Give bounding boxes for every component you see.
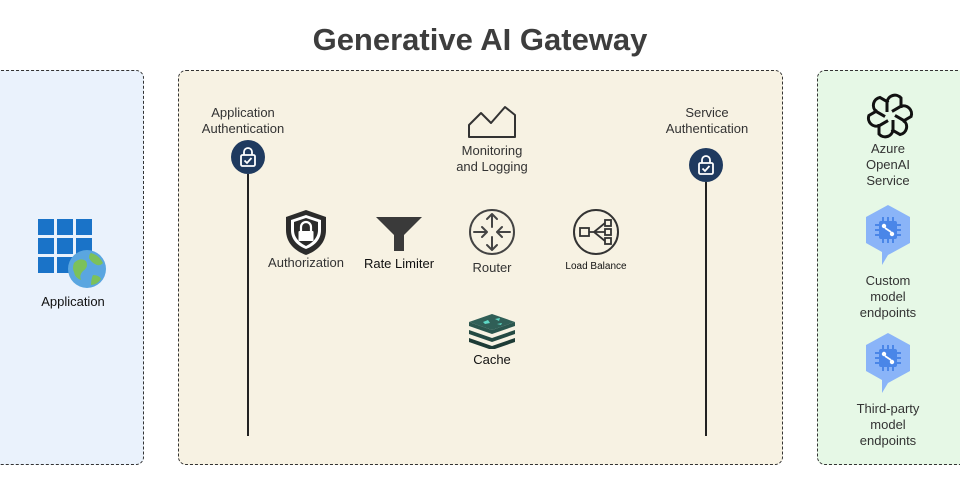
azure-openai-label: Azure OpenAI Service (865, 141, 911, 188)
third-party-endpoints-label: Third-party model endpoints (856, 401, 920, 448)
rate-limiter-label: Rate Limiter (363, 256, 435, 271)
app-auth-label: Application Authentication (201, 105, 285, 136)
chip-hexagon-icon (864, 203, 912, 265)
router-label: Router (472, 260, 512, 275)
chip-hexagon-icon (864, 331, 912, 393)
monitoring-label: Monitoring and Logging (456, 143, 528, 174)
lock-check-icon (231, 140, 265, 174)
funnel-icon (375, 216, 423, 252)
load-balancer-icon (572, 208, 620, 256)
stack-icon (467, 313, 517, 349)
lock-check-icon (689, 148, 723, 182)
router-icon (468, 208, 516, 256)
load-balance-label: Load Balance (565, 261, 627, 272)
custom-endpoints-label: Custom model endpoints (859, 273, 917, 320)
application-label: Application (41, 294, 105, 309)
service-auth-line (705, 182, 707, 436)
authorization-label: Authorization (268, 255, 344, 270)
line-chart-icon (467, 103, 517, 139)
diagram-title: Generative AI Gateway (312, 22, 648, 57)
application-globe-icon (38, 219, 110, 291)
gateway-panel (178, 70, 783, 465)
app-auth-line (247, 174, 249, 436)
openai-icon (866, 92, 914, 140)
service-auth-label: Service Authentication (665, 105, 749, 136)
cache-label: Cache (473, 352, 511, 367)
shield-lock-icon (282, 208, 330, 256)
